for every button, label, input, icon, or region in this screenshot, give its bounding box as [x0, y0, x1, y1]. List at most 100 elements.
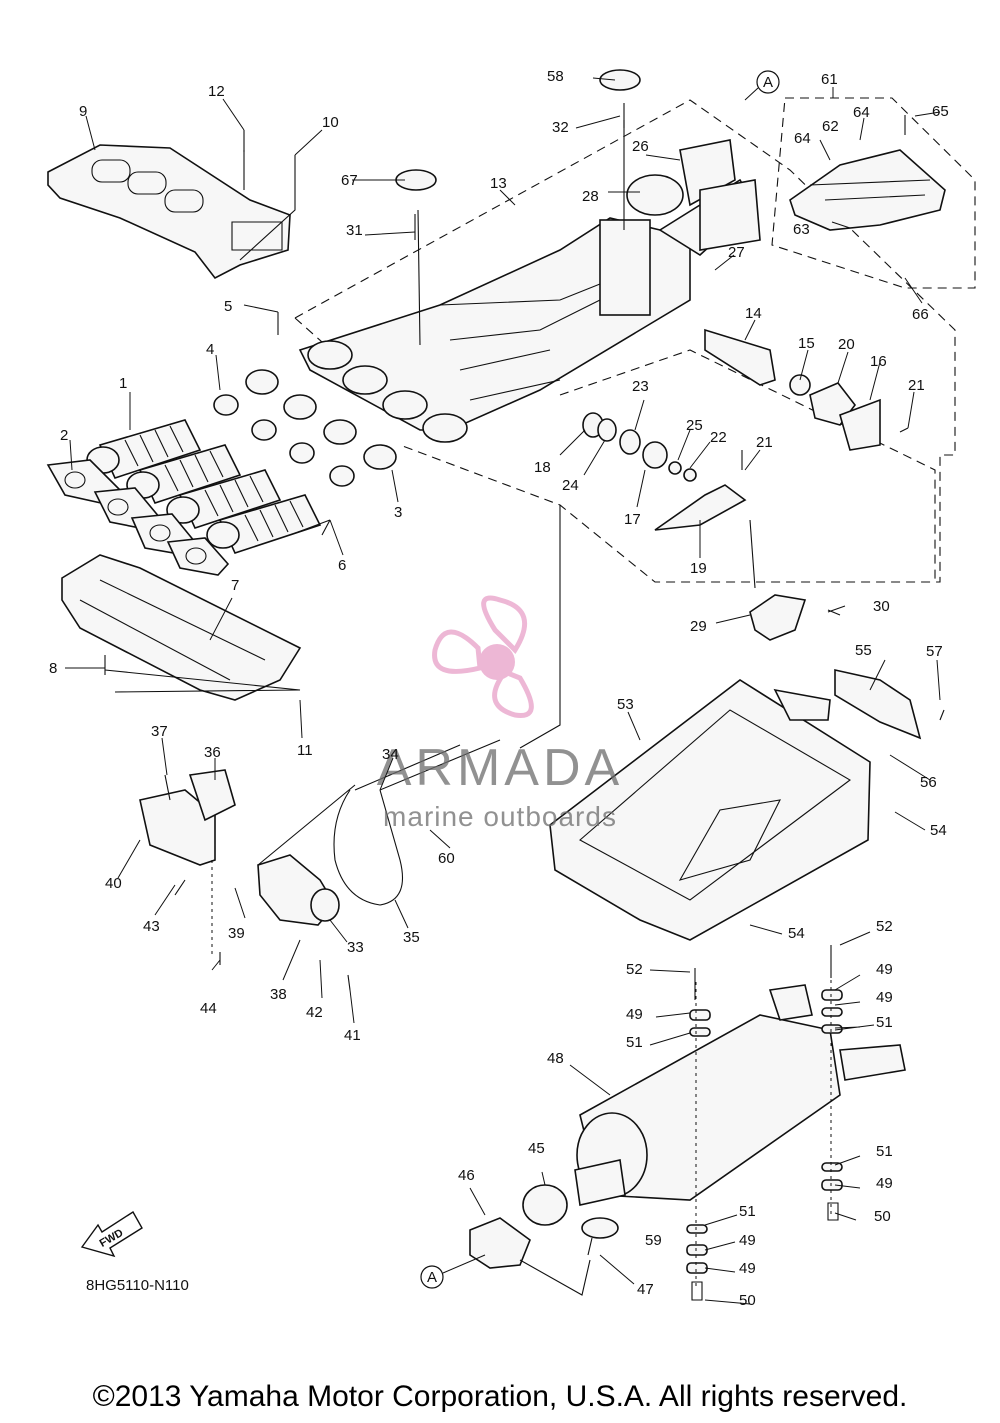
- assembly-outline-61: [771, 97, 976, 289]
- part-label-55: 55: [855, 642, 872, 659]
- part-label-21a: 21: [908, 377, 925, 394]
- part-label-7: 7: [231, 577, 239, 594]
- part-label-28: 28: [582, 188, 599, 205]
- watermark-logo: ARMADA marine outboards: [377, 595, 619, 832]
- part-labels: 1 2 3 4 5 6 7 8 9 10 11 12 13 14 15 16 1…: [49, 68, 949, 1309]
- part-label-49d: 49: [876, 1175, 893, 1192]
- clamp-3: [245, 369, 397, 470]
- part-label-50b: 50: [739, 1292, 756, 1309]
- caps: [395, 69, 641, 1239]
- callout-a-top-label: A: [763, 74, 773, 91]
- exhaust-pipe-26: [626, 139, 761, 251]
- part-label-31: 31: [346, 222, 363, 239]
- hose-35: [333, 739, 501, 906]
- part-label-51a: 51: [626, 1034, 643, 1051]
- part-label-41: 41: [344, 1027, 361, 1044]
- part-label-35: 35: [403, 929, 420, 946]
- part-label-52b: 52: [876, 918, 893, 935]
- heat-shield-9: [47, 144, 291, 280]
- part-label-49a: 49: [626, 1006, 643, 1023]
- exhaust-parts-diagram: A A FWD 8HG5110-N110 ARMADA marine outbo…: [46, 68, 976, 1309]
- part-label-40: 40: [105, 875, 122, 892]
- part-label-54b: 54: [788, 925, 805, 942]
- part-label-14: 14: [745, 305, 762, 322]
- part-label-48: 48: [547, 1050, 564, 1067]
- callout-a-top: A: [744, 70, 780, 101]
- part-label-17: 17: [624, 511, 641, 528]
- part-label-1: 1: [119, 375, 127, 392]
- part-label-63: 63: [793, 221, 810, 238]
- part-label-4: 4: [206, 341, 214, 358]
- part-label-61: 61: [821, 71, 838, 88]
- ring-4: [213, 394, 355, 487]
- thermostat-parts: [582, 412, 807, 641]
- part-label-51d: 51: [739, 1203, 756, 1220]
- part-label-19: 19: [690, 560, 707, 577]
- part-label-3: 3: [394, 504, 402, 521]
- part-label-50a: 50: [874, 1208, 891, 1225]
- fasteners: [104, 103, 945, 1256]
- part-label-62: 62: [822, 118, 839, 135]
- part-label-23: 23: [632, 378, 649, 395]
- part-label-18: 18: [534, 459, 551, 476]
- part-label-49c: 49: [876, 989, 893, 1006]
- heat-shield-61: [789, 149, 946, 231]
- part-label-64a: 64: [794, 130, 811, 147]
- part-label-54a: 54: [930, 822, 947, 839]
- part-label-20: 20: [838, 336, 855, 353]
- part-label-51c: 51: [876, 1143, 893, 1160]
- fwd-arrow-icon: FWD: [80, 1211, 143, 1258]
- part-label-60: 60: [438, 850, 455, 867]
- part-label-59: 59: [645, 1232, 662, 1249]
- part-label-58: 58: [547, 68, 564, 85]
- exhaust-bellows-1: [86, 419, 321, 554]
- part-label-46: 46: [458, 1167, 475, 1184]
- part-label-45: 45: [528, 1140, 545, 1157]
- part-label-65: 65: [932, 103, 949, 120]
- part-label-21b: 21: [756, 434, 773, 451]
- callout-a-bottom: A: [420, 1254, 486, 1289]
- part-label-44: 44: [200, 1000, 217, 1017]
- part-label-64b: 64: [853, 104, 870, 121]
- part-label-51b: 51: [876, 1014, 893, 1031]
- part-label-26: 26: [632, 138, 649, 155]
- part-label-11: 11: [297, 742, 313, 759]
- part-label-32: 32: [552, 119, 569, 136]
- part-label-49e: 49: [739, 1232, 756, 1249]
- part-label-56: 56: [920, 774, 937, 791]
- part-label-49b: 49: [876, 961, 893, 978]
- part-label-12: 12: [208, 83, 225, 100]
- part-label-6: 6: [338, 557, 346, 574]
- part-label-53: 53: [617, 696, 634, 713]
- part-label-33: 33: [347, 939, 364, 956]
- part-label-49f: 49: [739, 1260, 756, 1277]
- part-label-37: 37: [151, 723, 168, 740]
- part-label-8: 8: [49, 660, 57, 677]
- part-label-25: 25: [686, 417, 703, 434]
- part-label-16: 16: [870, 353, 887, 370]
- part-label-5: 5: [224, 298, 232, 315]
- part-label-13: 13: [490, 175, 507, 192]
- actuator-33: [257, 854, 340, 926]
- bracket-40: [139, 769, 236, 866]
- bracket-55: [834, 669, 922, 740]
- part-label-43: 43: [143, 918, 160, 935]
- part-label-24: 24: [562, 477, 579, 494]
- exhaust-gasket-2: [46, 459, 230, 576]
- water-pipe-14: [704, 328, 881, 451]
- part-label-15: 15: [798, 335, 815, 352]
- copyright-notice: ©2013 Yamaha Motor Corporation, U.S.A. A…: [92, 1380, 908, 1413]
- part-label-9: 9: [79, 103, 87, 120]
- part-label-67: 67: [341, 172, 358, 189]
- diagram-code: 8HG5110-N110: [86, 1277, 189, 1294]
- part-label-36: 36: [204, 744, 221, 761]
- part-label-2: 2: [60, 427, 68, 444]
- propeller-icon: [432, 595, 534, 719]
- part-label-39: 39: [228, 925, 245, 942]
- part-label-27: 27: [728, 244, 745, 261]
- part-label-57: 57: [926, 643, 943, 660]
- part-label-30: 30: [873, 598, 890, 615]
- part-label-34: 34: [382, 746, 399, 763]
- part-label-52a: 52: [626, 961, 643, 978]
- part-label-42: 42: [306, 1004, 323, 1021]
